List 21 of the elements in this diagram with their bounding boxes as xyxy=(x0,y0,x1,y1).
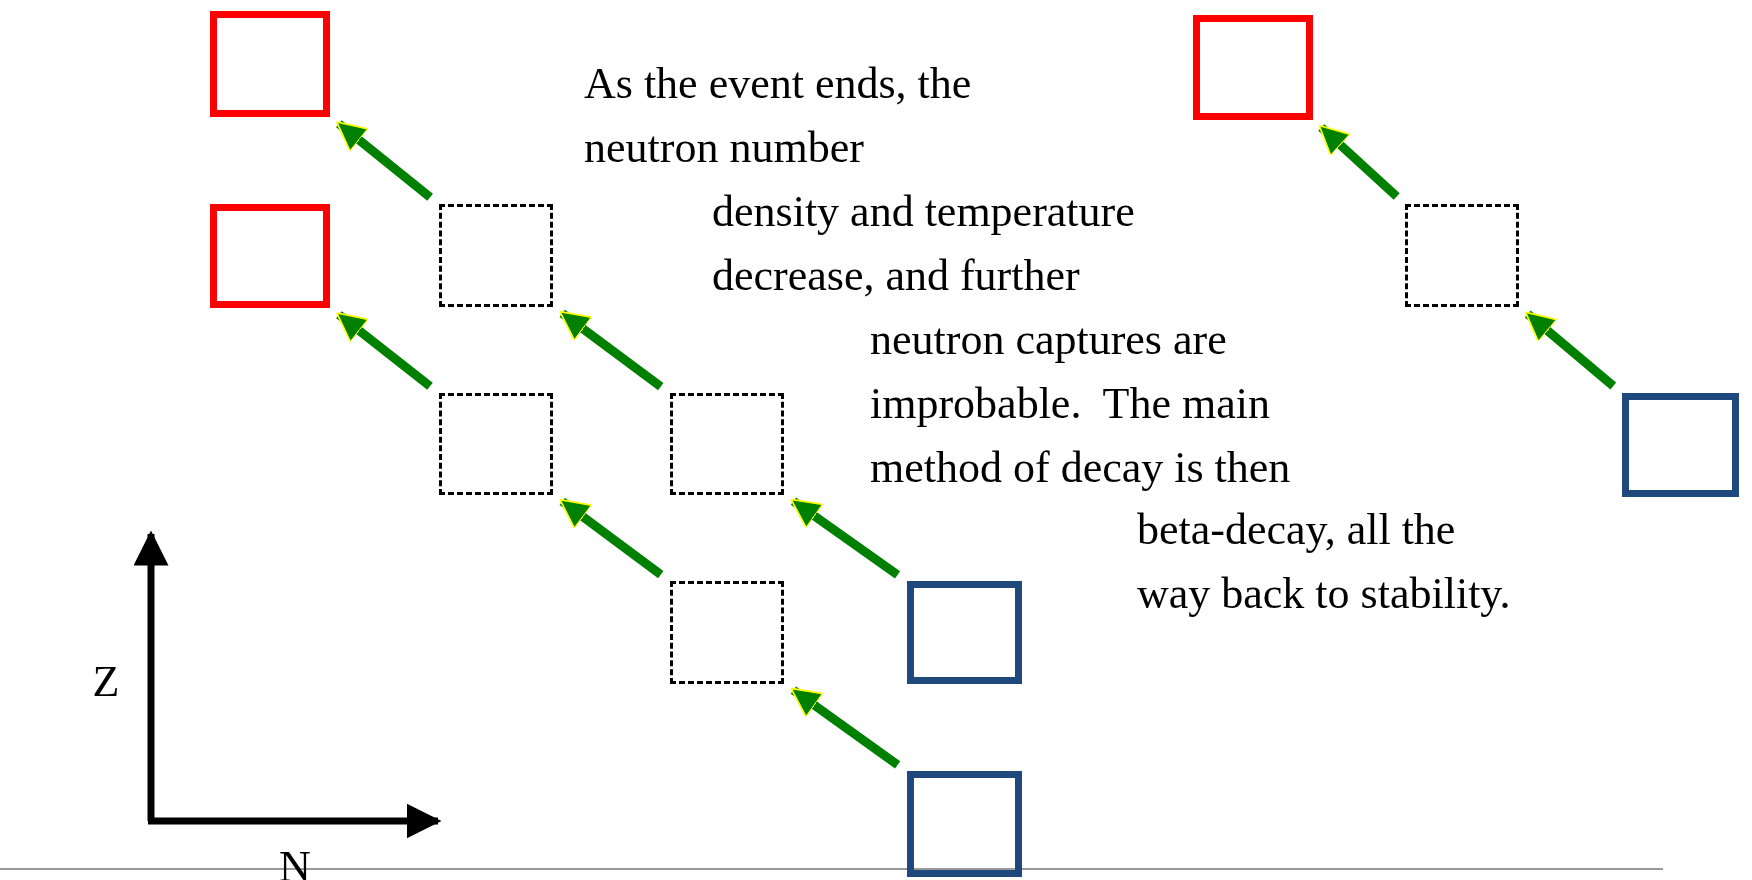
nuclide-square xyxy=(907,771,1022,877)
nuclide-square xyxy=(907,581,1022,684)
nuclide-square xyxy=(210,204,330,308)
dashed-nuclide-square xyxy=(439,393,553,495)
arrow xyxy=(1318,124,1400,200)
nuclide-square xyxy=(1622,393,1739,497)
dashed-nuclide-square xyxy=(670,393,784,495)
nuclide-square xyxy=(210,11,330,117)
arrow xyxy=(335,311,433,390)
dashed-nuclide-square xyxy=(1405,204,1519,307)
arrow xyxy=(559,309,664,391)
arrow xyxy=(790,686,901,769)
dashed-nuclide-square xyxy=(670,581,784,684)
description-text: beta-decay, all the way back to stability. xyxy=(1137,504,1512,620)
arrow xyxy=(335,120,433,201)
dashed-nuclide-square xyxy=(439,204,553,307)
arrow xyxy=(1524,310,1617,390)
axis-label: Z xyxy=(91,656,121,708)
arrow xyxy=(790,497,901,579)
nuclide-square xyxy=(1193,15,1313,120)
arrow xyxy=(559,497,664,579)
